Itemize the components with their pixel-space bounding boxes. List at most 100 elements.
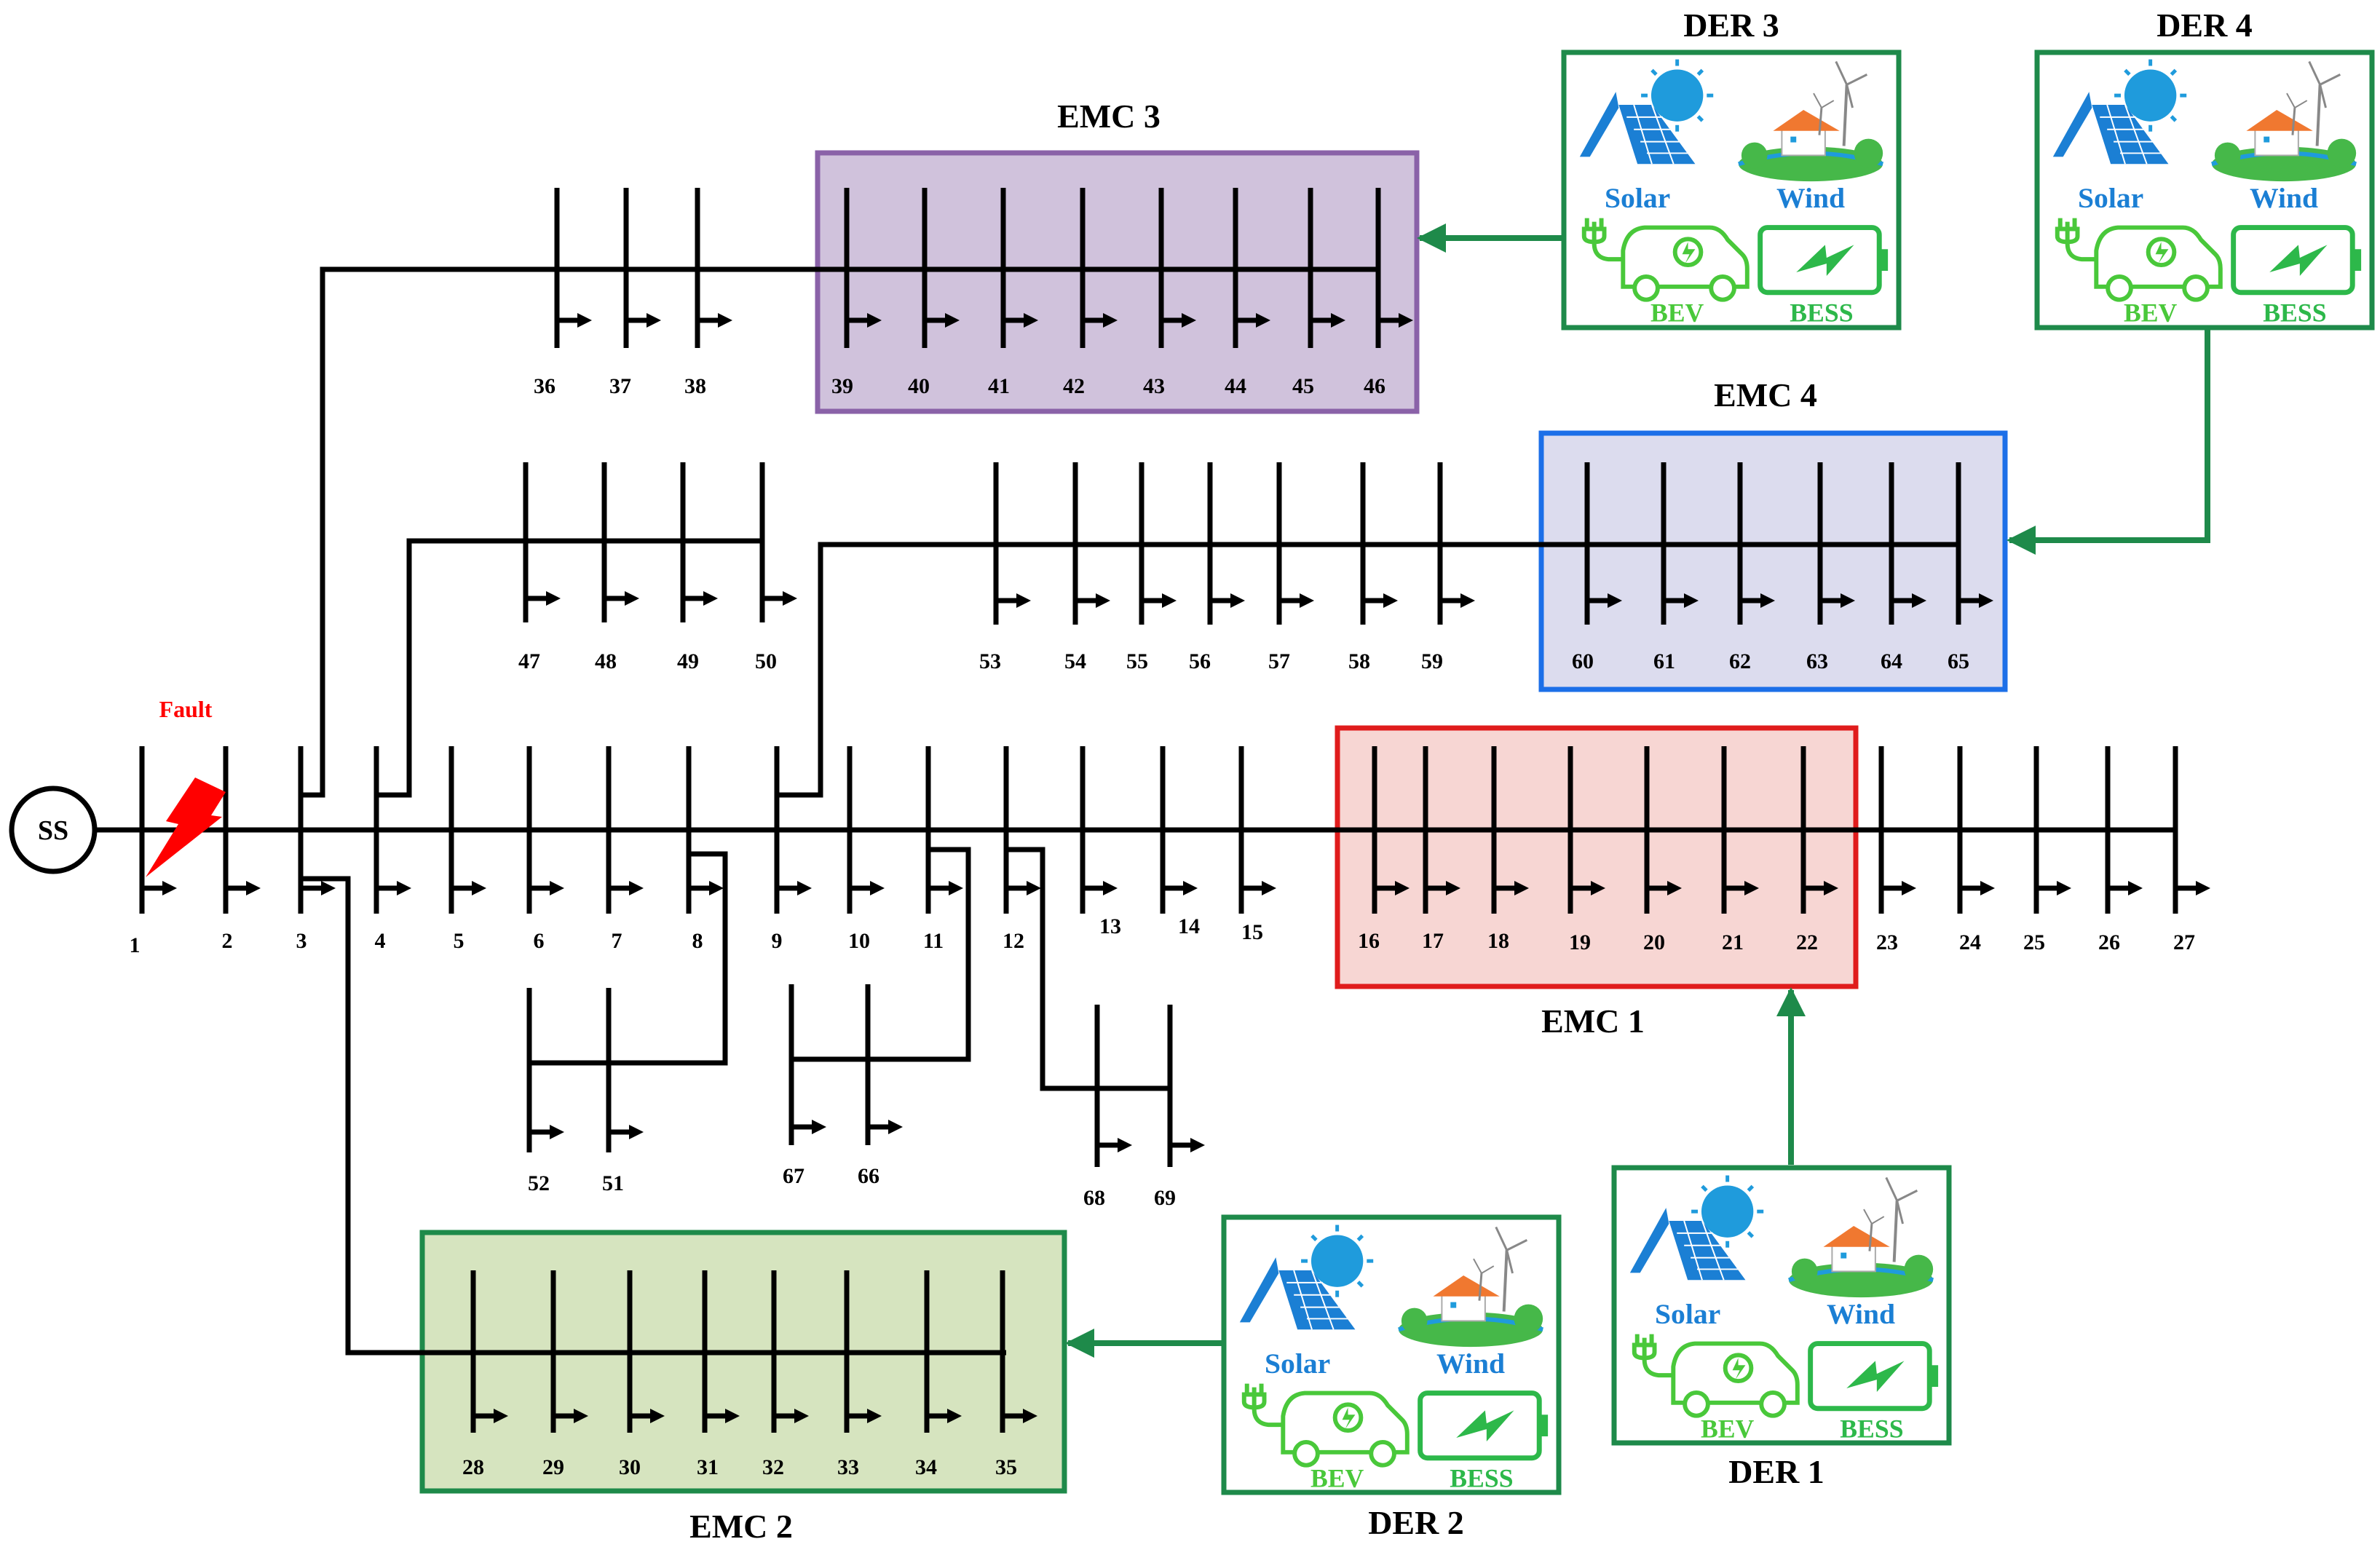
load-arrow-head [1262,881,1276,895]
bus-label: 44 [1225,374,1246,398]
bus-label: 37 [609,374,631,398]
substation-label: SS [38,815,68,846]
branch-68-line [1006,847,1170,1091]
load-arrow-head [1514,881,1529,895]
bus-label: 38 [684,374,706,398]
load-arrow-head [947,1409,962,1423]
load-arrow-head [703,591,718,606]
load-arrow-head [321,881,336,895]
load-arrow-head [1395,881,1410,895]
load-arrow-head [246,881,261,895]
bus-label: 10 [848,929,870,953]
bus-label: 7 [612,929,622,953]
load-arrow-head [1023,1409,1037,1423]
bus-label: 29 [542,1455,564,1479]
load-arrow-head [1183,881,1198,895]
bus-label: 22 [1796,930,1818,954]
load-arrow-head [550,1125,564,1139]
load-arrow-head [797,881,812,895]
load-arrow-head [709,881,724,895]
load-arrow-head [162,881,177,895]
bus-label: 62 [1729,649,1751,673]
load-arrow-head [870,881,885,895]
load-arrow-head [625,591,639,606]
load-arrow-head [577,313,592,328]
bus-label: 4 [375,929,386,953]
der4-title: DER 4 [2156,7,2253,44]
bus-label: 1 [130,933,141,957]
lightning-fault-icon [146,778,226,877]
bus-label: 43 [1143,374,1165,398]
bus-label: 33 [837,1455,859,1479]
bus-label: 57 [1268,649,1290,673]
emc3-title: EMC 3 [1057,98,1161,135]
bus-label: 50 [755,649,777,673]
bus-label: 65 [1948,649,1969,673]
load-arrow-head [725,1409,740,1423]
load-arrow-head [1902,881,1916,895]
load-arrow-head [629,1125,644,1139]
load-arrow-head [574,1409,588,1423]
bus-label: 58 [1348,649,1370,673]
fault-label: Fault [159,696,213,722]
substation-circle [9,786,98,874]
bus-label: 12 [1003,929,1024,953]
load-arrow-head [1103,313,1118,328]
load-arrow-head [1912,593,1926,608]
bus-label: 69 [1154,1186,1176,1210]
load-arrow-head [397,881,411,895]
bus-label: 40 [908,374,930,398]
bus-label: 25 [2023,930,2045,954]
emc2-feeder-line [301,876,1006,1356]
der1-panel: DER 1 [1611,1165,1952,1490]
bus-label: 28 [462,1455,484,1479]
der4-to-emc4-arrow [2007,329,2210,555]
load-arrow-head [647,313,661,328]
load-arrow-head [1024,313,1038,328]
load-arrow-head [1230,593,1245,608]
emc3-box [815,150,1420,414]
bus-label: 51 [602,1171,624,1195]
der3-title: DER 3 [1683,7,1779,44]
emc4-box [1538,430,2008,692]
der4-panel: DER 4 [2034,7,2375,331]
bus-label: 47 [518,649,540,673]
bus-label: 27 [2173,930,2195,954]
load-arrow-head [472,881,486,895]
der2-panel: DER 2 [1221,1214,1562,1541]
bus-label: 39 [831,374,853,398]
bus-label: 66 [858,1164,879,1188]
load-arrow-head [2196,881,2210,895]
bus-label: 63 [1806,649,1828,673]
load-arrow-head [1383,593,1398,608]
load-arrow-head [1182,313,1196,328]
bus-label: 42 [1063,374,1085,398]
load-arrow-head [1591,881,1605,895]
bus-label: 30 [619,1455,641,1479]
bus-label: 54 [1064,649,1086,673]
emc1-title: EMC 1 [1541,1002,1645,1040]
emc2-box [419,1230,1067,1494]
bus-label: 60 [1572,649,1594,673]
bus-label: 9 [772,929,783,953]
load-arrow-head [1979,593,1993,608]
load-arrow-head [867,313,882,328]
load-arrow-head [1667,881,1682,895]
bus-label: 5 [454,929,464,953]
network-lines [95,188,2210,1433]
bus-label: 52 [528,1171,550,1195]
bus-label: 19 [1569,930,1591,954]
load-arrow-head [1744,881,1759,895]
load-arrow-head [2128,881,2143,895]
bus-label: 23 [1876,930,1898,954]
load-arrow-head [1256,313,1270,328]
branch-66-line [790,847,971,1062]
bus-label: 18 [1487,929,1509,953]
load-arrow-head [1331,313,1345,328]
bus-label: 36 [534,374,556,398]
load-arrow-head [1190,1138,1205,1152]
emc3-feeder-line [301,266,1380,798]
load-arrow-head [1016,593,1031,608]
load-arrow-head [1608,593,1622,608]
der-arrows [1065,223,2210,1358]
